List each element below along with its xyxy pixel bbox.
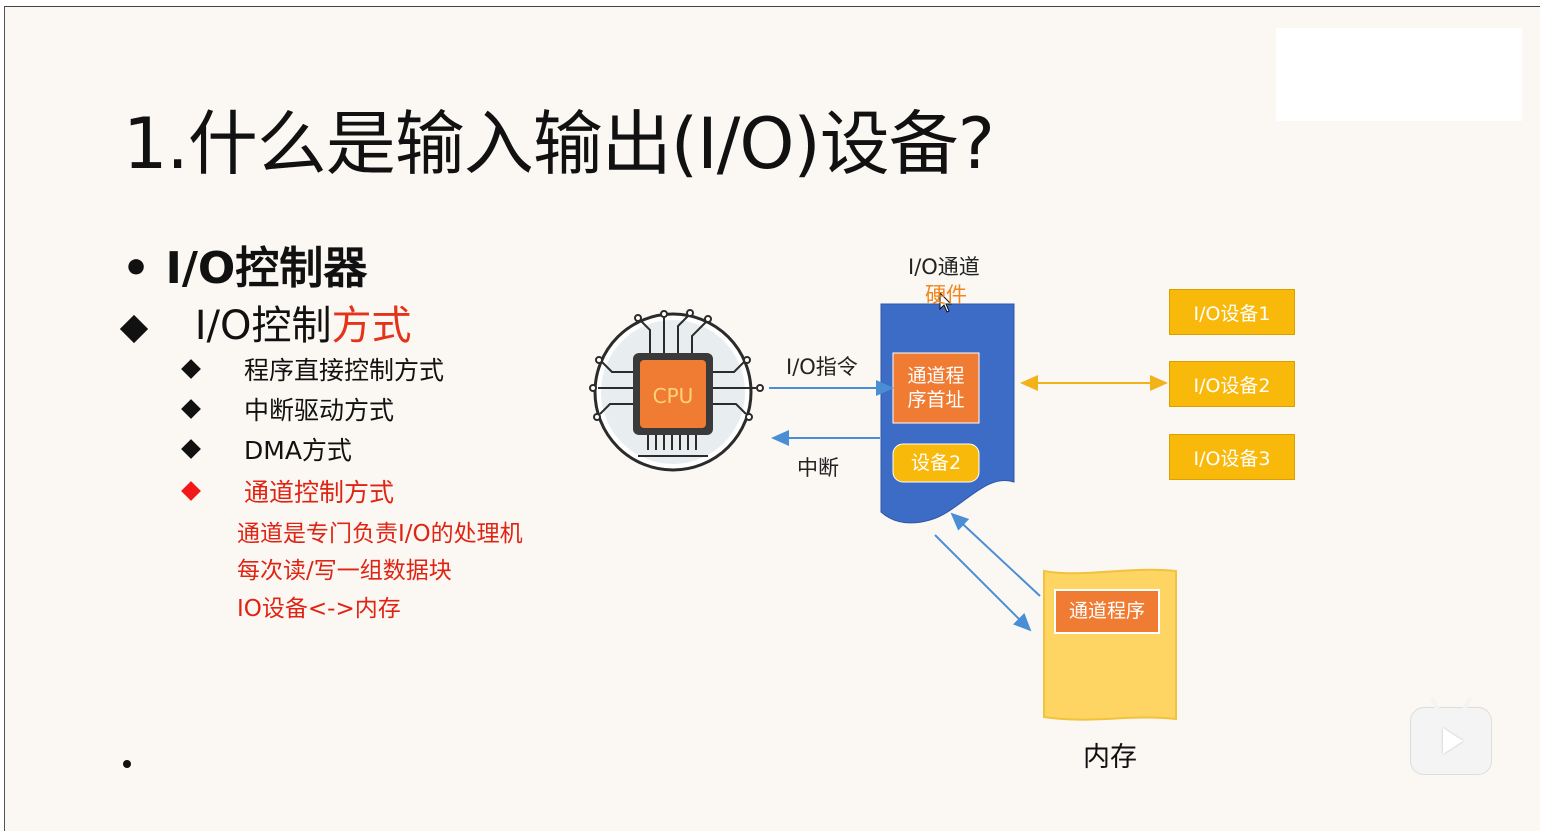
empty-bullet <box>123 760 131 768</box>
memory-channel-program-box <box>1054 589 1160 634</box>
cpu-chip-icon <box>589 309 764 472</box>
memory-channel-program-text: 通道程序 <box>1068 600 1145 622</box>
subheading-prefix: I/O控制 <box>194 303 332 349</box>
heading-text: I/O控制器 <box>165 243 368 294</box>
watermark-box <box>1276 28 1522 121</box>
slide <box>4 6 1540 831</box>
subheading-control-method: I/O控制方式 <box>119 293 412 351</box>
channel-label: I/O通道 <box>908 255 980 279</box>
mouse-cursor-icon <box>939 291 953 313</box>
method-label: 中断驱动方式 <box>244 396 395 425</box>
note-line: 通道是专门负责I/O的处理机 <box>237 521 523 547</box>
io-device-2: I/O设备2 <box>1169 361 1295 407</box>
channel-program-address-text: 通道程序首址 <box>907 365 965 411</box>
video-play-button[interactable] <box>1410 696 1492 775</box>
device2-box <box>892 443 980 483</box>
method-item: 中断驱动方式 <box>181 391 395 427</box>
play-icon <box>1443 728 1463 754</box>
method-label: DMA方式 <box>244 436 352 465</box>
channel-to-memory-arrow <box>934 534 1032 632</box>
method-label: 程序直接控制方式 <box>244 356 445 385</box>
note-line: 每次读/写一组数据块 <box>237 558 452 584</box>
memory-label: 内存 <box>1083 742 1137 773</box>
method-label: 通道控制方式 <box>244 478 395 507</box>
channel-program-address-box <box>892 352 980 424</box>
method-item: DMA方式 <box>181 431 352 467</box>
slide-title: 1.什么是输入输出(I/O)设备? <box>123 103 995 185</box>
io-device-1: I/O设备1 <box>1169 289 1295 335</box>
memory-to-channel-arrow <box>950 512 1041 597</box>
bullet-icon: • <box>122 243 166 294</box>
channel-sublabel: 硬件 <box>925 283 967 307</box>
method-item: 程序直接控制方式 <box>181 351 445 387</box>
device2-text: 设备2 <box>910 452 962 474</box>
note-line: IO设备<->内存 <box>237 596 401 622</box>
subheading-highlight: 方式 <box>331 303 412 349</box>
io-instruction-label: I/O指令 <box>786 355 858 379</box>
cpu-label: CPU <box>652 384 694 408</box>
heading-io-controller: • I/O控制器 <box>122 232 367 296</box>
method-item-active: 通道控制方式 <box>181 473 395 509</box>
interrupt-label: 中断 <box>797 456 839 480</box>
io-device-3: I/O设备3 <box>1169 434 1295 480</box>
